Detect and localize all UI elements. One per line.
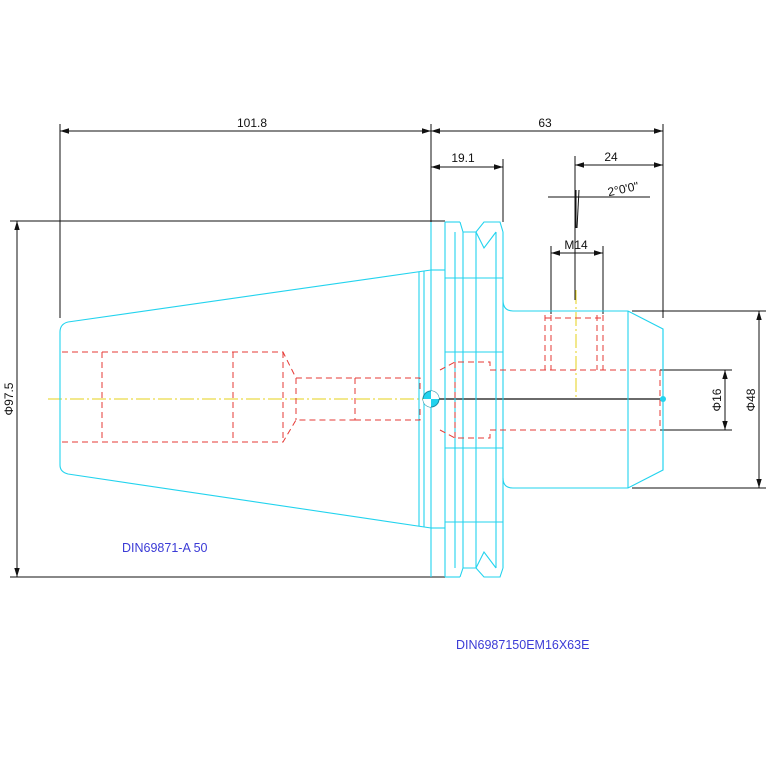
label-shank-standard: DIN69871-A 50 <box>122 541 208 555</box>
label-part-number: DIN6987150EM16X63E <box>456 638 589 652</box>
dim-thread: M14 <box>564 238 588 252</box>
dimension-lines <box>10 124 766 578</box>
dim-front-length: 63 <box>538 116 552 130</box>
dim-flange-diameter: Φ97.5 <box>2 382 16 415</box>
holder-outline <box>59 221 664 578</box>
dim-overall-taper: 101.8 <box>237 116 267 130</box>
dim-taper-angle: 2°0'0" <box>606 179 640 199</box>
hidden-lines <box>62 315 661 443</box>
dim-bore-diameter: Φ16 <box>710 388 724 411</box>
dim-flange-width: 19.1 <box>451 151 475 165</box>
center-line <box>48 290 577 400</box>
dim-nose-diameter: Φ48 <box>744 388 758 411</box>
center-point-marker[interactable] <box>422 390 666 408</box>
dim-nose-length: 24 <box>604 150 618 164</box>
